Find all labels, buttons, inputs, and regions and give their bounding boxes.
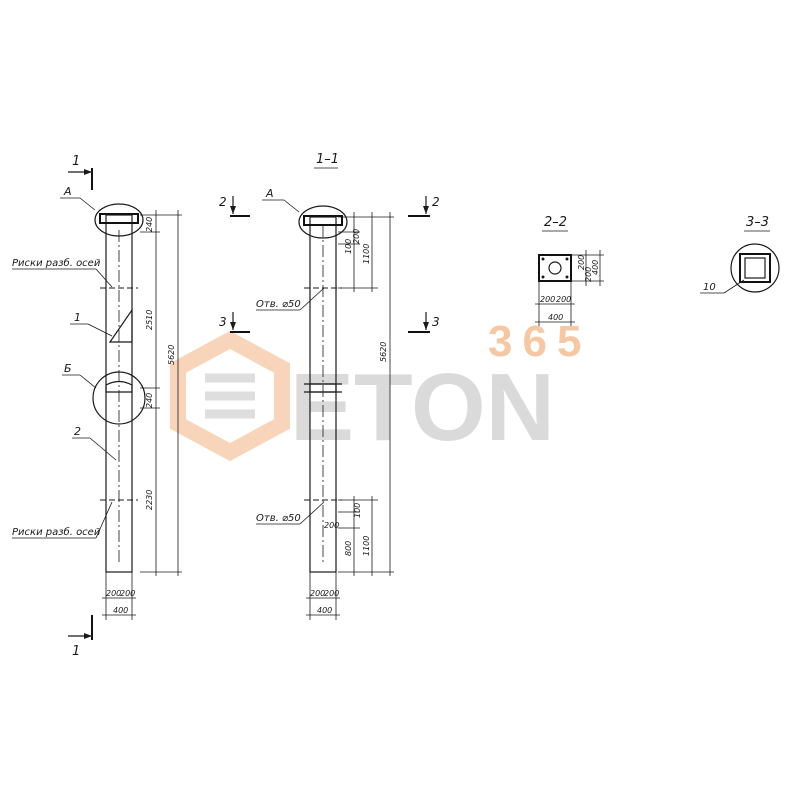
section-mark-1-top: 1 [72, 154, 80, 169]
dim-left-200a: 200 [106, 589, 121, 598]
column-cap [99, 213, 139, 224]
dim-left-2230: 2230 [145, 490, 154, 510]
section-mark-1-bottom: 1 [72, 644, 80, 659]
callout-B-circle [92, 371, 146, 425]
dim-2-2-200-v2: 200 [584, 267, 593, 282]
view-section-3-3: 3–3 10 [700, 215, 780, 294]
dim-sec-400: 400 [317, 606, 332, 615]
callout-B-label: Б [64, 362, 72, 375]
view-section-1-1: 1–1 2 2 3 3 А Отв. ⌀5 [219, 152, 440, 620]
dim-sec-200b: 200 [324, 589, 339, 598]
dim-left-5620: 5620 [167, 345, 176, 365]
dim-left-240-top: 240 [145, 217, 154, 232]
section-1-1-title: 1–1 [316, 152, 339, 167]
dim-2-2-200a: 200 [540, 295, 555, 304]
dim-sec-100: 100 [344, 239, 353, 254]
risk-label-top: Риски разб. осей [12, 257, 101, 269]
dim-2-2-200b: 200 [556, 295, 571, 304]
dim-left-200b: 200 [120, 589, 135, 598]
cut-mark-2-right: 2 [432, 195, 440, 209]
dim-2-2-400-v: 400 [591, 260, 600, 275]
callout-A-label: А [63, 185, 72, 198]
watermark-word: ETON [290, 354, 555, 461]
dim-left-2510: 2510 [145, 310, 154, 330]
dim-2-2-200-v: 200 [577, 255, 586, 270]
cut-mark-2-left: 2 [219, 195, 227, 209]
dim-sec-200a: 200 [310, 589, 325, 598]
dim-left-400: 400 [113, 606, 128, 615]
position-1-label: 1 [74, 311, 81, 324]
watermark-number: 365 [488, 317, 591, 366]
view-section-2-2: 2–2 200 200 400 200 200 400 [535, 215, 604, 326]
hole-label-top: Отв. ⌀50 [256, 299, 301, 310]
risk-label-bottom: Риски разб. осей [12, 526, 101, 538]
watermark: 365 ETON [170, 317, 591, 462]
plate-2-2 [538, 254, 572, 282]
section-callout-A-label: А [265, 187, 274, 200]
section-callout-A-oval [298, 205, 348, 239]
hole-label-bottom: Отв. ⌀50 [256, 513, 301, 524]
position-2-label: 2 [74, 425, 81, 438]
bracket-1 [108, 308, 133, 343]
dim-sec-200-top: 200 [352, 229, 361, 244]
dim-sec-1100-top: 1100 [362, 244, 371, 264]
dim-sec-200-mid: 200 [324, 521, 339, 530]
cut-mark-3-right: 3 [432, 315, 440, 329]
dim-2-2-400: 400 [548, 313, 563, 322]
dim-left-240-mid: 240 [145, 393, 154, 408]
view-facade: 1 1 А Риски разб. осей Риски разб. осей … [12, 154, 182, 659]
cut-mark-3-left: 3 [219, 315, 227, 329]
watermark-logo-icon [170, 330, 290, 462]
dim-sec-100-bottom: 100 [353, 503, 362, 518]
dim-sec-1100-bottom: 1100 [362, 536, 371, 556]
dim-sec-800: 800 [344, 541, 353, 556]
section-3-3-title: 3–3 [746, 215, 769, 230]
section-3-3-circle [730, 243, 780, 293]
dim-sec-5620: 5620 [379, 342, 388, 362]
section-2-2-title: 2–2 [544, 215, 567, 230]
position-10-label: 10 [703, 282, 716, 293]
